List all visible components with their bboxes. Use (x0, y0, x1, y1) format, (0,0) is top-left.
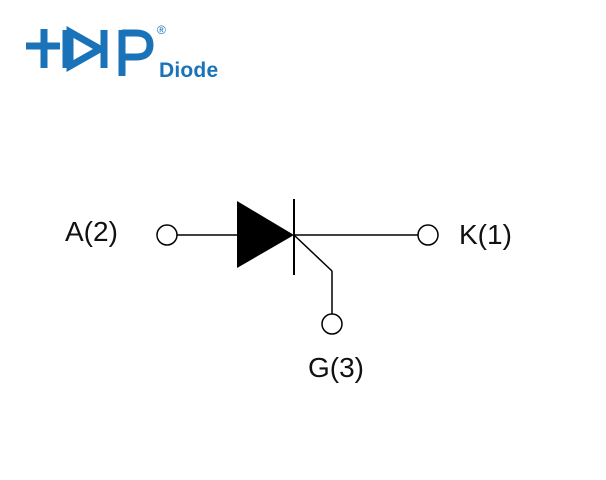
gate-terminal (321, 313, 343, 335)
brand-name: Diode (159, 59, 219, 82)
cathode-terminal (417, 224, 439, 246)
diode-triangle (237, 201, 294, 268)
cathode-label: K(1) (459, 219, 512, 250)
gate-lead-diagonal (293, 234, 333, 272)
registered-mark: ® (157, 23, 166, 37)
brand-logo: ® Diode (26, 20, 236, 90)
tdp-logo-icon (26, 25, 154, 76)
anode-terminal (156, 224, 178, 246)
gate-label: G(3) (308, 352, 364, 383)
anode-label: A(2) (65, 216, 118, 247)
